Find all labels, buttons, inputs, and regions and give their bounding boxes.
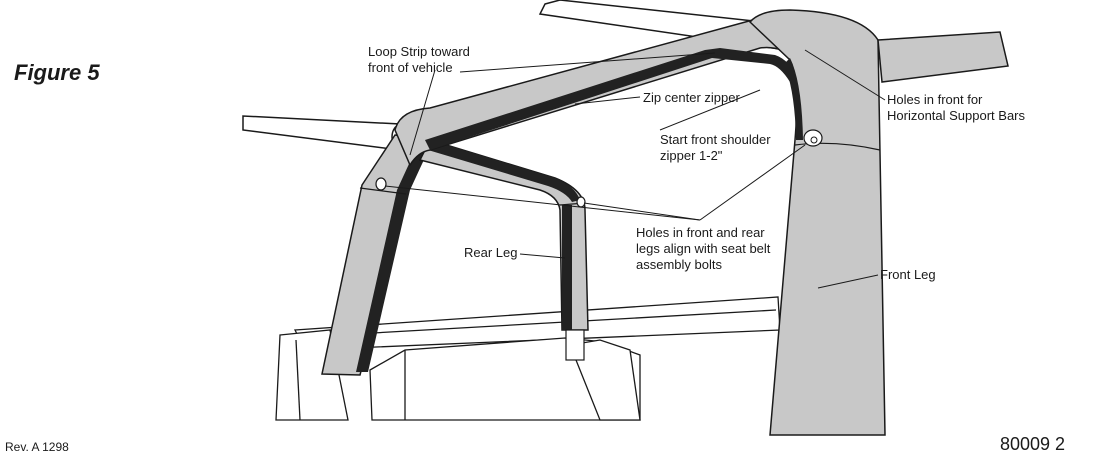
rear-leg-pad (418, 139, 589, 361)
label-loop-strip: Loop Strip toward front of vehicle (368, 44, 470, 75)
label-rear-leg: Rear Leg (464, 245, 518, 260)
revision-note: Rev. A 1298 (5, 440, 69, 454)
right-support-bar (877, 31, 1009, 83)
label-start-front-shoulder-zipper: Start front shoulder zipper 1-2" (660, 132, 771, 163)
horizontal-support-bars (242, 0, 810, 151)
label-front-leg: Front Leg (880, 267, 936, 282)
label-zip-center-zipper: Zip center zipper (643, 90, 740, 105)
front-leg-pad (748, 9, 886, 436)
label-holes-align-seat-belt: Holes in front and rear legs align with … (636, 225, 771, 272)
vehicle-body-outline (275, 296, 781, 421)
leader-lines (384, 49, 886, 289)
figure-title: Figure 5 (14, 60, 100, 85)
label-holes-front-horizontal-bars: Holes in front for Horizontal Support Ba… (887, 92, 1026, 123)
part-number: 80009 2 (1000, 434, 1066, 454)
